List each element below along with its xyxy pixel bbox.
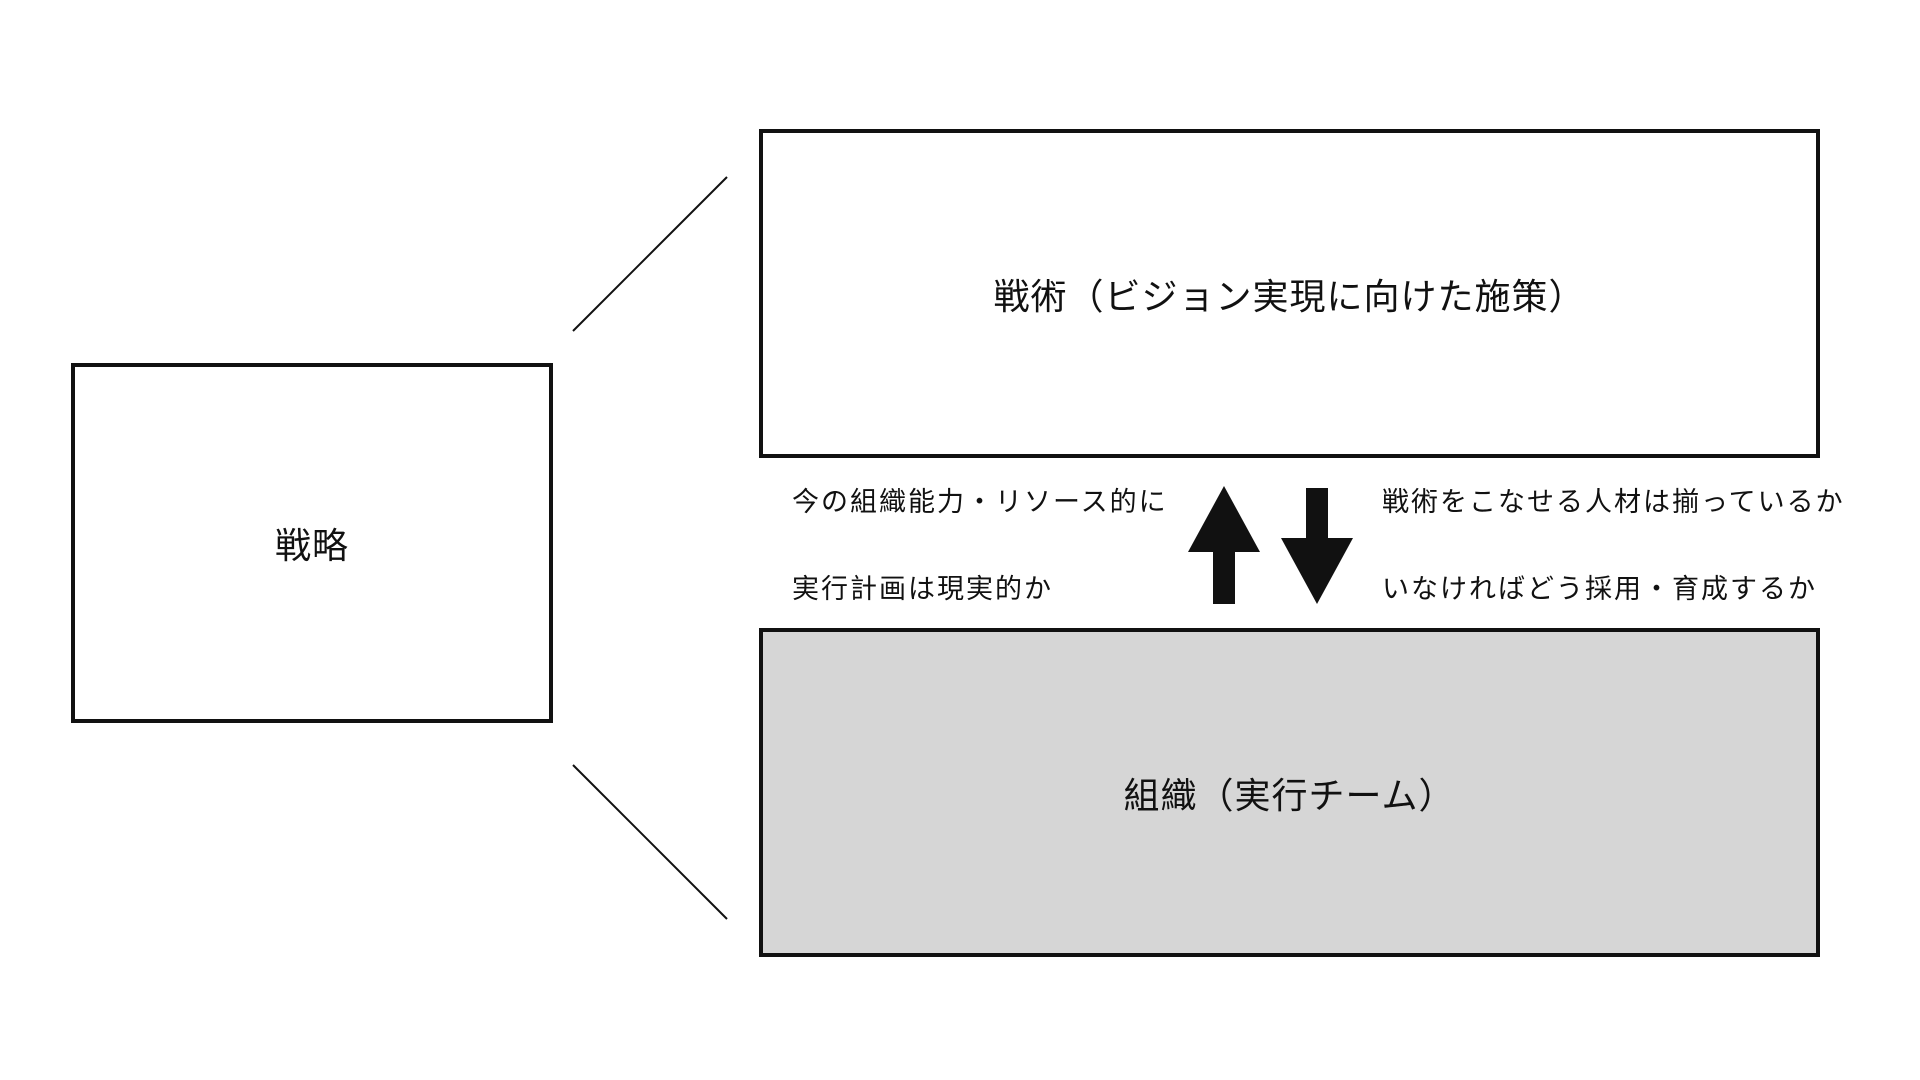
organization-box: 組織（実行チーム） [759,628,1820,957]
lower-expansion-line [572,764,728,920]
arrow-down-icon [1281,488,1353,604]
strategy-box: 戦略 [71,363,553,723]
feasibility-note-line-2: 実行計画は現実的か [792,574,1053,605]
tactics-box: 戦術（ビジョン実現に向けた施策） [759,129,1820,458]
feasibility-note-line-1: 今の組織能力・リソース的に [792,487,1168,518]
staffing-note-line-1: 戦術をこなせる人材は揃っているか [1382,487,1845,518]
staffing-note-line-2: いなければどう採用・育成するか [1382,574,1817,605]
upper-expansion-line [572,176,728,332]
arrow-up-icon [1188,486,1260,604]
organization-label: 組織（実行チーム） [1123,775,1456,817]
tactics-label: 戦術（ビジョン実現に向けた施策） [993,276,1586,318]
strategy-label: 戦略 [274,526,349,567]
